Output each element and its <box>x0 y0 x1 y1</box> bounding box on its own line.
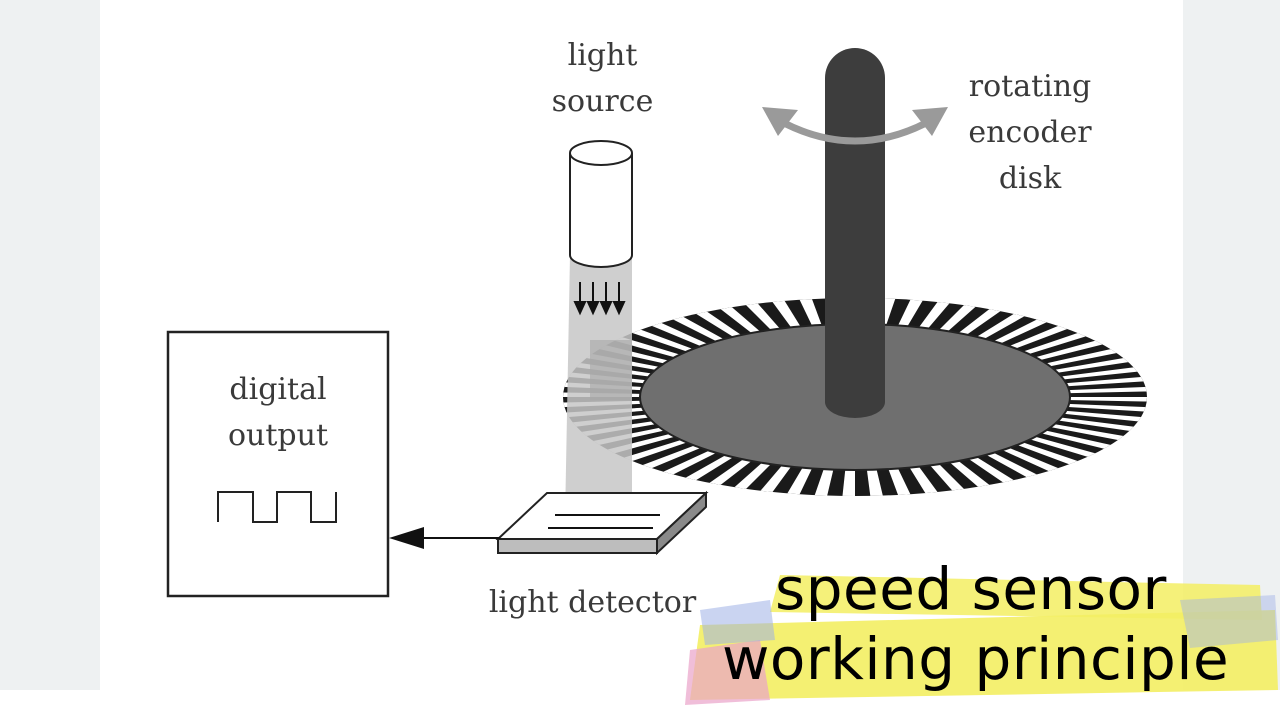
disk-slot <box>1004 322 1075 351</box>
disk-slot <box>1025 435 1103 460</box>
disk-slot <box>1054 417 1141 432</box>
label-encoder-line3: disk <box>998 161 1062 196</box>
disk-slot <box>740 298 783 334</box>
disk-slot <box>728 459 775 495</box>
signal-arrow <box>389 527 500 549</box>
disk-slot <box>624 326 698 354</box>
disk-slot <box>703 456 756 490</box>
caption-highlight <box>685 575 1278 705</box>
disk-slot <box>1030 338 1110 362</box>
disk-slot <box>1064 386 1147 394</box>
disk-slot <box>665 312 729 344</box>
disk-slot <box>1065 397 1147 402</box>
disk-slot <box>768 298 803 331</box>
light-ray-arrows <box>573 282 626 316</box>
light-source-cylinder <box>569 140 633 268</box>
rotating-shaft <box>825 48 885 418</box>
disk-slot <box>907 463 942 496</box>
disk-slot <box>644 319 713 349</box>
disk-slot <box>1012 440 1086 468</box>
disk-slot <box>935 299 982 335</box>
disk-slot <box>988 315 1055 346</box>
disk-slot <box>689 307 746 340</box>
left-margin <box>0 0 100 690</box>
disk-slot <box>1061 376 1147 387</box>
light-beam <box>565 255 632 520</box>
disk-slot <box>635 443 706 472</box>
light-detector-plate <box>495 490 709 556</box>
label-digital-output: digital output <box>203 367 353 459</box>
label-encoder-line1: rotating <box>968 69 1092 104</box>
label-light-detector-text: light detector <box>488 585 697 620</box>
disk-slot <box>784 464 814 496</box>
caption-line-2: working principle <box>722 625 1230 693</box>
right-margin <box>1183 0 1280 690</box>
disk-slot <box>714 302 764 337</box>
disk-slot <box>1041 347 1124 368</box>
disk-slot <box>896 298 926 330</box>
disk-slot <box>1059 410 1147 423</box>
disk-slot <box>796 298 824 330</box>
disk-slot <box>916 298 955 332</box>
label-light-source-line1: light <box>567 38 638 73</box>
label-light-source-line2: source <box>551 84 654 119</box>
caption-line-1: speed sensor <box>775 555 1167 623</box>
disk-slot <box>954 304 1007 338</box>
disk-slot <box>655 448 722 479</box>
disk-slot <box>972 309 1032 342</box>
digital-output-box <box>166 330 390 598</box>
square-wave-icon <box>217 491 337 523</box>
disk-slot <box>981 450 1045 482</box>
disk-slot <box>678 452 738 485</box>
disk-slot <box>841 465 855 496</box>
label-digital-output-line2: output <box>227 418 329 453</box>
label-digital-output-line1: digital <box>229 372 327 407</box>
disk-slot <box>1046 423 1131 442</box>
disk-slot <box>964 454 1021 487</box>
disk-slot <box>946 457 996 492</box>
label-rotating-encoder-disk: rotating encoder disk <box>955 64 1105 202</box>
label-light-source: light source <box>545 33 660 125</box>
disk-slot <box>812 465 835 496</box>
disk-slot <box>886 464 914 496</box>
disk-slot <box>616 438 692 464</box>
disk-slot <box>755 462 794 496</box>
disk-slot <box>1049 356 1136 374</box>
label-encoder-line2: encoder <box>968 115 1092 150</box>
disk-slot <box>1036 429 1118 451</box>
rotation-arrow-icon <box>762 107 948 145</box>
disk-slot <box>997 445 1066 475</box>
disk-slot <box>1056 366 1144 380</box>
disk-slot <box>927 460 970 496</box>
disk-slot <box>1063 403 1147 412</box>
disk-slot <box>866 465 885 496</box>
label-light-detector: light detector <box>470 580 715 626</box>
disk-slot <box>1018 330 1094 356</box>
